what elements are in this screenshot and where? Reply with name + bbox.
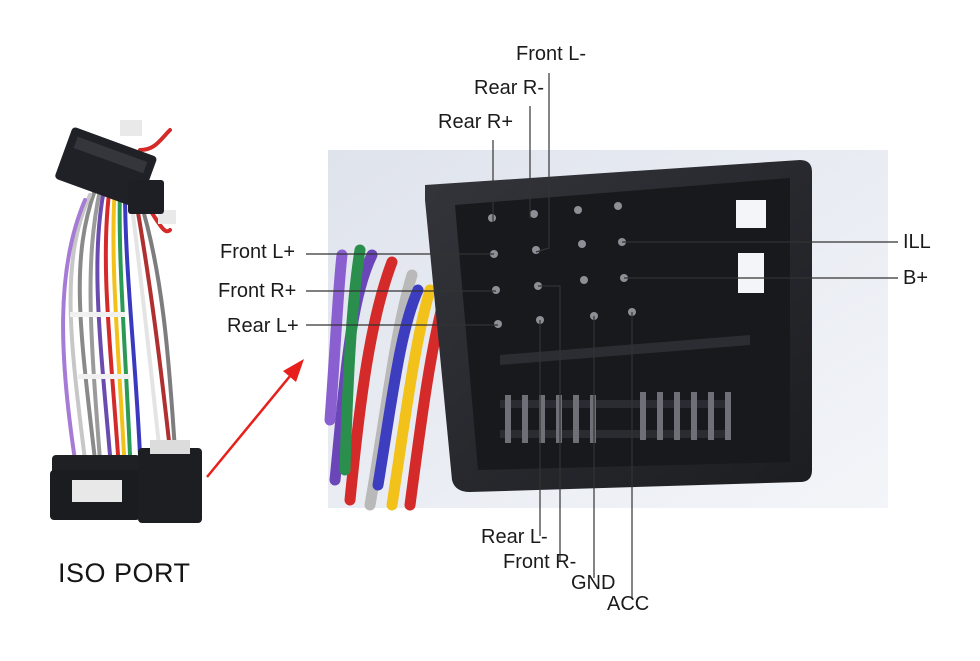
pointer-arrow (206, 359, 304, 478)
label-rear-r-plus: Rear R+ (438, 111, 514, 133)
connector-photo (324, 150, 888, 511)
label-front-r-minus: Front R- (503, 551, 577, 573)
label-ill: ILL (903, 231, 931, 253)
harness-photo (50, 120, 202, 523)
label-rear-r-minus: Rear R- (474, 77, 545, 99)
label-front-r-plus: Front R+ (218, 280, 297, 302)
label-rear-l-minus: Rear L- (481, 526, 548, 548)
label-acc: ACC (607, 593, 650, 615)
label-front-l-plus: Front L+ (220, 241, 296, 263)
label-rear-l-plus: Rear L+ (227, 315, 299, 337)
leader-lines (306, 73, 898, 598)
label-front-l-minus: Front L- (516, 43, 587, 65)
label-gnd: GND (571, 572, 616, 594)
label-b-plus: B+ (903, 267, 929, 289)
caption-iso-port: ISO PORT (58, 558, 191, 588)
